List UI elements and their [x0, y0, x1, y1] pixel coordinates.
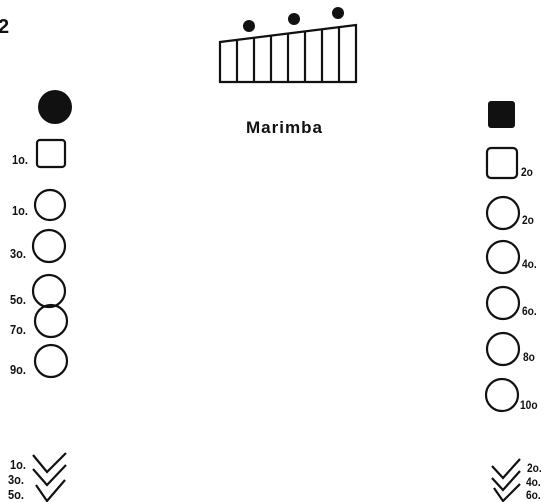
square-icon	[485, 146, 519, 180]
circle-icon	[485, 331, 521, 367]
instrument-caption: Marimba	[246, 118, 323, 137]
right-chevron-label: 4o.	[526, 475, 541, 489]
left-row-label: 7o.	[10, 322, 26, 337]
circle-icon	[33, 188, 67, 222]
right-row-1: 2o	[484, 146, 555, 182]
right-row-label: 6o.	[522, 304, 537, 318]
circle-icon	[33, 343, 69, 379]
left-row-label: 3o.	[10, 246, 26, 261]
page-number: 2	[0, 16, 10, 38]
square-icon	[35, 138, 67, 169]
right-row-label: 8o	[523, 350, 535, 364]
circle-icon	[31, 228, 67, 264]
right-row-2: 2o	[484, 194, 555, 232]
left-row-2: 1o.	[0, 188, 80, 222]
circle-icon	[33, 303, 69, 339]
right-row-4: 6o.	[484, 284, 555, 322]
left-filled-circle-icon	[38, 90, 72, 124]
left-row-label: 9o.	[10, 362, 26, 377]
circle-icon	[485, 195, 521, 231]
right-row-3: 4o.	[484, 238, 555, 276]
right-row-label: 2o	[522, 213, 534, 227]
circle-icon	[485, 239, 521, 275]
left-chevron-label: 3o.	[8, 472, 24, 487]
left-chevron-label: 5o.	[8, 487, 24, 502]
right-filled-square-icon	[488, 101, 515, 128]
right-row-5: 8o	[484, 330, 555, 368]
right-row-label: 2o	[521, 165, 533, 179]
left-row-5: 7o.	[0, 302, 80, 339]
left-row-3: 3o.	[0, 228, 80, 264]
left-chevron-label: 1o.	[10, 457, 26, 472]
circle-icon	[485, 285, 521, 321]
left-row-6: 9o.	[0, 342, 80, 379]
left-row-1: 1o.	[0, 138, 80, 169]
left-row-label: 1o.	[12, 152, 28, 167]
circle-icon	[31, 273, 67, 309]
right-row-label: 4o.	[522, 257, 537, 271]
left-row-label: 5o.	[10, 292, 26, 307]
chevron-stack-icon	[32, 452, 67, 502]
right-row-6: 10o	[482, 376, 555, 416]
right-chevron-label: 2o.	[527, 461, 542, 475]
circle-icon	[484, 377, 520, 413]
right-row-label: 10o	[520, 398, 538, 412]
right-chevron-label: 6o.	[526, 488, 541, 502]
marimba-icon	[218, 7, 358, 84]
chevron-stack-icon	[491, 458, 521, 502]
left-row-label: 1o.	[12, 203, 28, 218]
left-row-4: 5o.	[0, 272, 80, 309]
